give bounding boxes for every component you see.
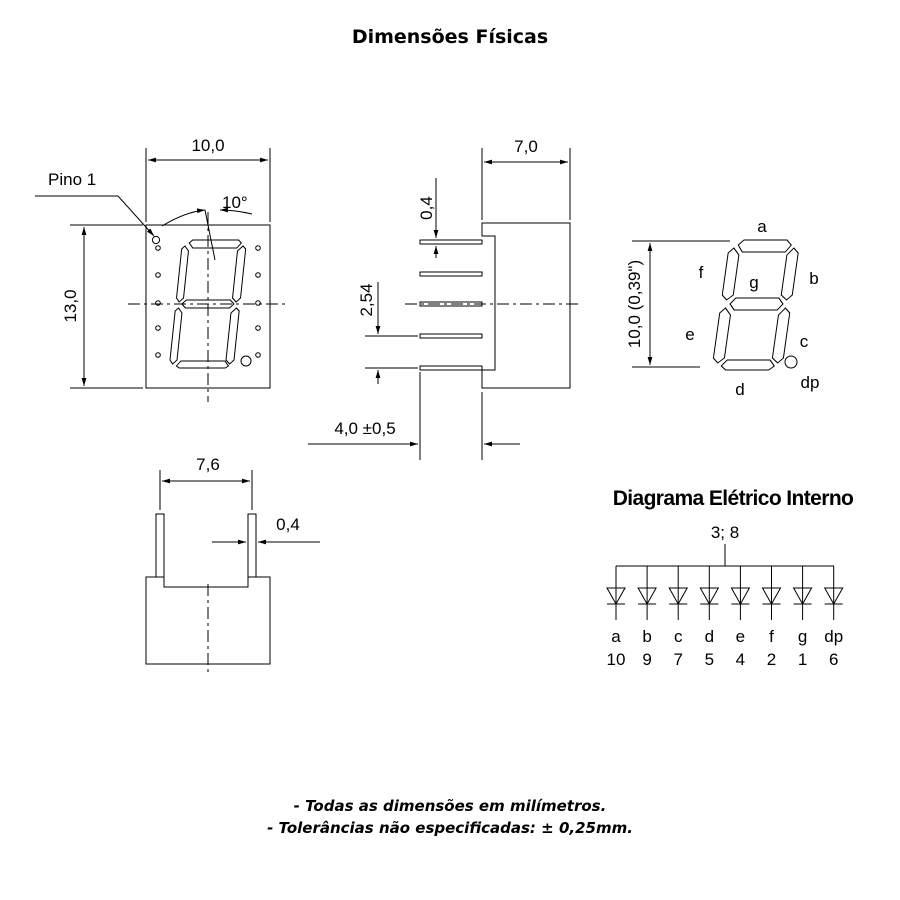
diode-segment-label: b [642, 627, 651, 646]
diode-pin-label: 1 [798, 650, 807, 669]
segment-c [771, 307, 791, 364]
segment-a-label: a [757, 217, 767, 236]
segment-dp-label: dp [801, 373, 820, 392]
diode-pin-label: 5 [705, 650, 714, 669]
page-title: Dimensões Físicas [351, 26, 549, 48]
segment-g [729, 297, 784, 311]
note-line: - Todas as dimensões em milímetros. [293, 797, 607, 815]
diode-segment-label: dp [824, 627, 843, 646]
front-seven-segment [169, 239, 247, 369]
segment-c-label: c [800, 332, 809, 351]
diode-c: c7 [668, 566, 689, 669]
diode-pin-label: 10 [607, 650, 626, 669]
segment-a [737, 239, 792, 253]
diode-a: a 10 [606, 566, 626, 669]
bottom-view: 7,6 0,4 [145, 455, 320, 672]
segment-g-label: g [749, 273, 758, 292]
segment-f [721, 247, 740, 301]
bottom-pin-spacing-label: 7,6 [196, 455, 220, 474]
segment-e [712, 307, 731, 364]
segment-layout-view: 10,0 (0,39") a b c d e f g dp [625, 217, 819, 399]
segment-d-label: d [735, 380, 744, 399]
segment-layout-digit [712, 239, 799, 371]
side-view: 7,0 0,4 2,54 4,0 ±0,5 [308, 137, 580, 460]
char-height-label: 10,0 (0,39") [625, 260, 644, 348]
side-pin-length-label: 4,0 ±0,5 [334, 419, 395, 438]
segment-b-label: b [809, 269, 818, 288]
diode-segment-label: f [769, 627, 774, 646]
diode-d: d5 [699, 566, 720, 669]
segment-e-label: e [685, 325, 694, 344]
side-depth-label: 7,0 [514, 137, 538, 156]
note-line: - Tolerâncias não especificadas: ± 0,25m… [267, 819, 633, 837]
diode-e: e4 [730, 566, 751, 669]
segment-b [780, 247, 799, 301]
side-pin-width-label: 0,4 [417, 196, 436, 220]
diode-pin-label: 6 [829, 650, 838, 669]
diode-segment-label: a [611, 627, 621, 646]
diode-segment-label: e [736, 627, 745, 646]
diode-b: b9 [637, 566, 657, 669]
diode-segment-label: g [798, 627, 807, 646]
diode-dp: dp 6 [823, 566, 844, 669]
diode-f: f2 [761, 566, 782, 669]
slant-angle-label: 10° [222, 193, 248, 212]
pin1-marker [151, 235, 161, 245]
diode-pin-label: 2 [767, 650, 776, 669]
segment-dp [784, 355, 798, 369]
diode-pin-label: 7 [673, 650, 682, 669]
side-pins [419, 239, 483, 371]
diode-segment-label: c [674, 627, 683, 646]
bottom-pin-width-label: 0,4 [276, 515, 300, 534]
diode-g: g1 [792, 566, 813, 669]
segment-f-label: f [699, 263, 704, 282]
bottom-body-outline [145, 513, 271, 665]
diode-pin-label: 9 [642, 650, 651, 669]
front-view: 10,0 13,0 Pino 1 10° [35, 136, 285, 402]
internal-diagram: Diagrama Elétrico Interno 3; 8 a10b9c7d5… [606, 487, 854, 669]
front-width-label: 10,0 [191, 136, 224, 155]
front-pin-dots [151, 235, 261, 358]
diode-segment-label: d [705, 627, 714, 646]
diode-pin-label: 4 [736, 650, 745, 669]
pin1-label: Pino 1 [48, 170, 96, 189]
side-pitch-label: 2,54 [357, 283, 376, 316]
notes: - Todas as dimensões em milímetros. - To… [0, 795, 900, 839]
side-body-outline [481, 222, 571, 389]
segment-d [720, 359, 775, 371]
common-pins-label: 3; 8 [711, 523, 739, 542]
front-height-label: 13,0 [61, 289, 80, 322]
internal-diagram-title: Diagrama Elétrico Interno [613, 487, 854, 510]
